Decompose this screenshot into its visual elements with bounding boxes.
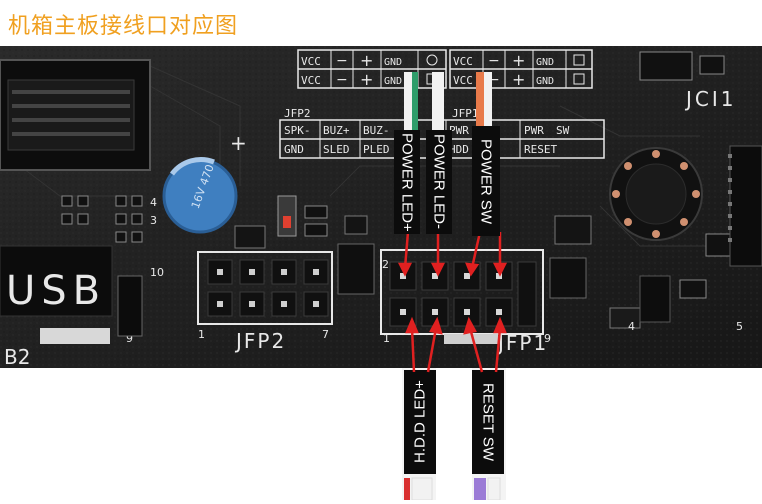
pin-num-10: 10	[150, 266, 164, 279]
table-cell: HDD	[449, 143, 469, 156]
capacitor: 16V 470	[162, 157, 238, 234]
table-cell: PWR	[449, 124, 469, 137]
jfp2-pin-1: 1	[198, 328, 205, 341]
usb-label: USB	[6, 268, 106, 314]
gnd-text: GND	[536, 57, 554, 68]
header-pin-table: JFP2 JFP1 SPK- BUZ+ BUZ- PWR PWR SW GND …	[279, 107, 605, 159]
table-cell: PLED	[363, 143, 390, 156]
lower-wire-area: H.D.D LED+ RESET SW	[0, 368, 762, 501]
jfp2-header	[197, 251, 333, 325]
minus-text: −	[336, 53, 348, 69]
vcc-text: VCC	[453, 55, 473, 68]
gnd-text: GND	[536, 76, 554, 87]
jfp1-pin-9: 9	[544, 332, 551, 345]
table-cell: GND	[284, 143, 304, 156]
jci1-label: JCI1	[684, 87, 737, 111]
minus-text: −	[488, 53, 500, 69]
gnd-text: GND	[384, 76, 402, 87]
label-power-led-minus: POWER LED-	[426, 130, 452, 234]
plus-text: +	[360, 51, 373, 70]
jfp1-pin-1: 1	[383, 332, 390, 345]
plus-text: +	[512, 51, 525, 70]
jfp1-label: JFP1	[496, 331, 548, 355]
table-cell: SLED	[323, 143, 350, 156]
pin-num-4-right: 4	[628, 320, 635, 333]
minus-text: −	[488, 72, 500, 88]
capacitor-plus: +	[230, 131, 247, 155]
vcc-text: VCC	[301, 74, 321, 87]
label-power-led-plus: POWER LED+	[394, 130, 420, 234]
title-bar: 机箱主板接线口对应图	[0, 0, 762, 46]
mounting-hole	[609, 147, 703, 241]
label-reset-sw: RESET SW	[472, 370, 504, 474]
table-cell: PWR	[524, 124, 544, 137]
left-slot	[0, 59, 151, 171]
page-title: 机箱主板接线口对应图	[8, 14, 239, 39]
vcc-legend: VCC VCC − − + + GND GND VCC VCC − − + + …	[297, 49, 593, 89]
jfp1-pin-2: 2	[382, 258, 389, 271]
table-cell: SPK-	[284, 124, 311, 137]
vcc-text: VCC	[301, 55, 321, 68]
label-hdd-led-plus: H.D.D LED+	[404, 370, 436, 474]
jfp2-pin-7: 7	[322, 328, 329, 341]
pin-num-9: 9	[126, 332, 133, 345]
table-cell: RESET	[524, 143, 557, 156]
table-cell: BUZ+	[323, 124, 350, 137]
motherboard-drawing: 4 3 16V 470 +	[0, 46, 762, 368]
plus-text: +	[512, 70, 525, 89]
pin-num-3: 3	[150, 214, 157, 227]
vcc-text: VCC	[453, 74, 473, 87]
table-cell: BUZ-	[363, 124, 390, 137]
pin-num-5: 5	[736, 320, 743, 333]
pin-num-4: 4	[150, 196, 157, 209]
label-power-sw: POWER SW	[472, 126, 500, 236]
table-jfp1-text: JFP1	[452, 107, 479, 120]
plus-text: +	[360, 70, 373, 89]
table-jfp2-text: JFP2	[284, 107, 311, 120]
minus-text: −	[336, 72, 348, 88]
jfp2-label: JFP2	[234, 329, 286, 353]
pin-arrows	[397, 231, 508, 277]
table-cell: SW	[556, 124, 570, 137]
motherboard-photo: 4 3 16V 470 +	[0, 46, 762, 368]
lower-wires-drawing	[402, 368, 506, 501]
gnd-text: GND	[384, 57, 402, 68]
b2-label: B2	[4, 345, 30, 368]
